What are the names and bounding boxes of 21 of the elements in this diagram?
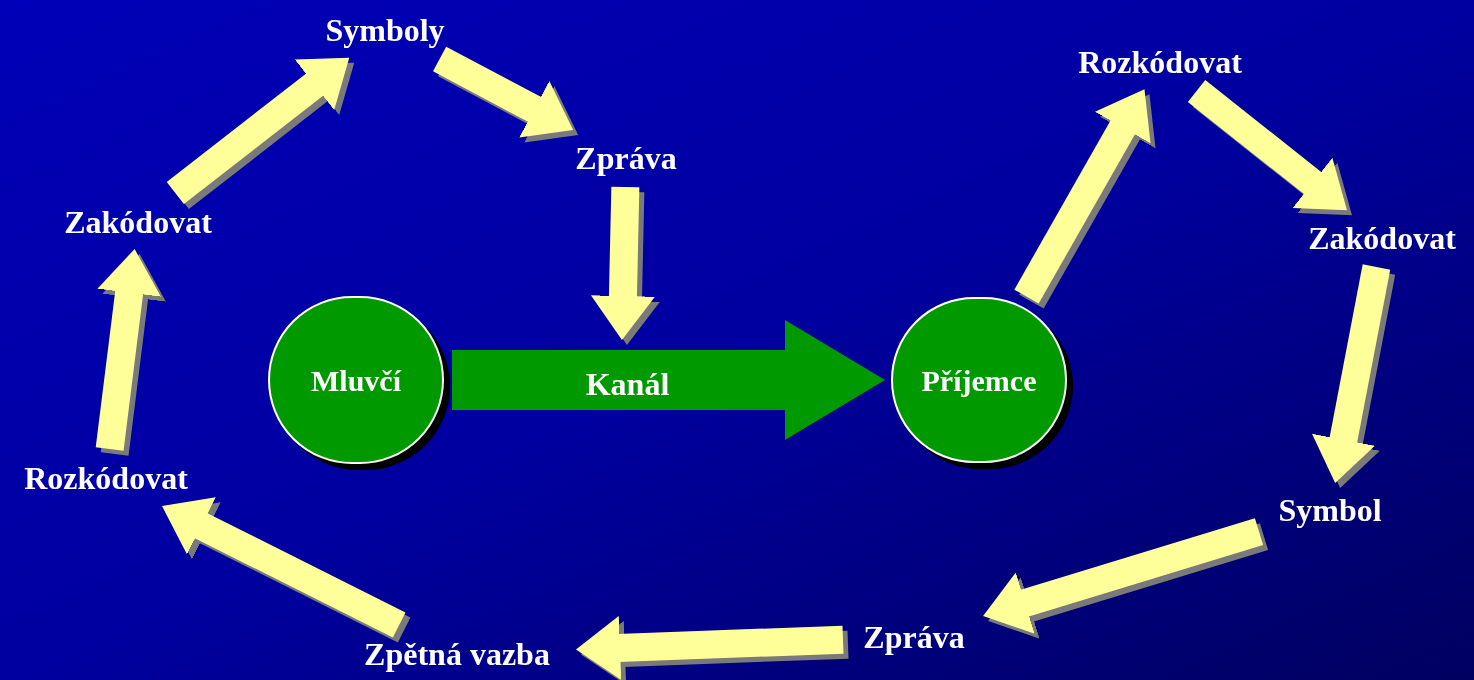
label-text: Rozkódovat	[9, 457, 203, 499]
arrow	[576, 615, 849, 680]
label-text: Zakódovat	[1294, 217, 1470, 259]
arrow	[433, 46, 579, 143]
arrow	[1014, 89, 1156, 309]
label-text: Zakódovat	[50, 201, 226, 243]
label-text: Symbol	[1267, 489, 1393, 531]
arrow	[983, 518, 1269, 639]
arrow	[590, 186, 660, 345]
arrow	[162, 497, 411, 643]
edge-label: Kanál	[585, 368, 670, 400]
label-text: Symboly	[312, 9, 458, 51]
label-text: Rozkódovat	[1063, 41, 1257, 83]
arrow	[1187, 80, 1352, 216]
label-text: Zpětná vazba	[344, 633, 570, 675]
arrow	[166, 57, 355, 210]
arrow	[1312, 264, 1396, 488]
arrow	[95, 249, 166, 456]
label-text: Zpráva	[563, 137, 689, 179]
label-text: Zpráva	[851, 616, 977, 658]
block-arrow	[452, 320, 885, 440]
